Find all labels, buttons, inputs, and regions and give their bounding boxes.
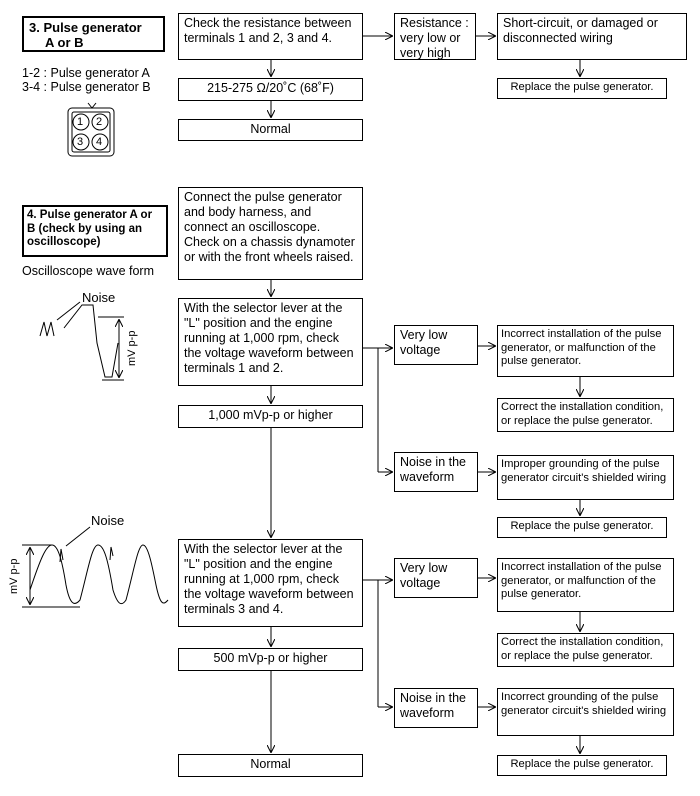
short-circuit-cause-box: Short-circuit, or damaged or disconnecte… <box>497 13 687 60</box>
waveform-2 <box>22 526 169 608</box>
improper-grounding-box: Improper grounding of the pulse generato… <box>497 455 674 500</box>
incorrect-install-box-1: Incorrect installation of the pulse gene… <box>497 325 674 377</box>
noise-label-2: Noise <box>91 513 125 528</box>
terminal-b-label: 3-4 : Pulse generator B <box>22 80 151 94</box>
pin-3: 3 <box>77 136 84 148</box>
correct-install-box-1: Correct the installation condition, or r… <box>497 398 674 432</box>
very-low-voltage-box-2: Very low voltage <box>394 558 478 598</box>
pin-1: 1 <box>77 116 84 128</box>
mvpp-label-2: mV p-p <box>8 558 20 594</box>
section4-title: 4. Pulse generator A or B (check by usin… <box>22 205 168 257</box>
noise-in-waveform-box-2: Noise in the waveform <box>394 688 478 728</box>
spec-3-4-box: 500 mVp-p or higher <box>178 648 363 671</box>
connect-oscilloscope-box: Connect the pulse generator and body har… <box>178 187 363 280</box>
replace-generator-box-3: Replace the pulse generator. <box>497 755 667 776</box>
resistance-spec-box: 215-275 Ω/20˚C (68˚F) <box>178 78 363 101</box>
noise-in-waveform-box-1: Noise in the waveform <box>394 452 478 492</box>
normal-box-1: Normal <box>178 119 363 141</box>
replace-generator-box-2: Replace the pulse generator. <box>497 517 667 538</box>
mvpp-label-1: mV p-p <box>126 330 138 366</box>
resistance-check-box: Check the resistance between terminals 1… <box>178 13 363 60</box>
incorrect-grounding-box: Incorrect grounding of the pulse generat… <box>497 688 674 736</box>
section3-title: 3. Pulse generator A or B <box>22 16 165 52</box>
section3-title-line1: 3. Pulse generator <box>29 20 142 35</box>
oscilloscope-wave-form-label: Oscilloscope wave form <box>22 264 154 278</box>
incorrect-install-box-2: Incorrect installation of the pulse gene… <box>497 558 674 612</box>
pin-4: 4 <box>96 136 103 148</box>
check-terminals-3-4-box: With the selector lever at the "L" posit… <box>178 539 363 627</box>
pin-2: 2 <box>96 116 103 128</box>
terminal-a-label: 1-2 : Pulse generator A <box>22 66 150 80</box>
spec-1-2-box: 1,000 mVp-p or higher <box>178 405 363 428</box>
resistance-result-box: Resistance : very low or very high <box>394 13 476 60</box>
connector-diagram <box>67 102 115 157</box>
waveform-1 <box>39 301 124 381</box>
noise-label-1: Noise <box>82 290 116 305</box>
very-low-voltage-box-1: Very low voltage <box>394 325 478 365</box>
correct-install-box-2: Correct the installation condition, or r… <box>497 633 674 667</box>
section3-title-line2: A or B <box>45 35 84 50</box>
replace-generator-box-1: Replace the pulse generator. <box>497 78 667 99</box>
check-terminals-1-2-box: With the selector lever at the "L" posit… <box>178 298 363 386</box>
normal-box-2: Normal <box>178 754 363 777</box>
